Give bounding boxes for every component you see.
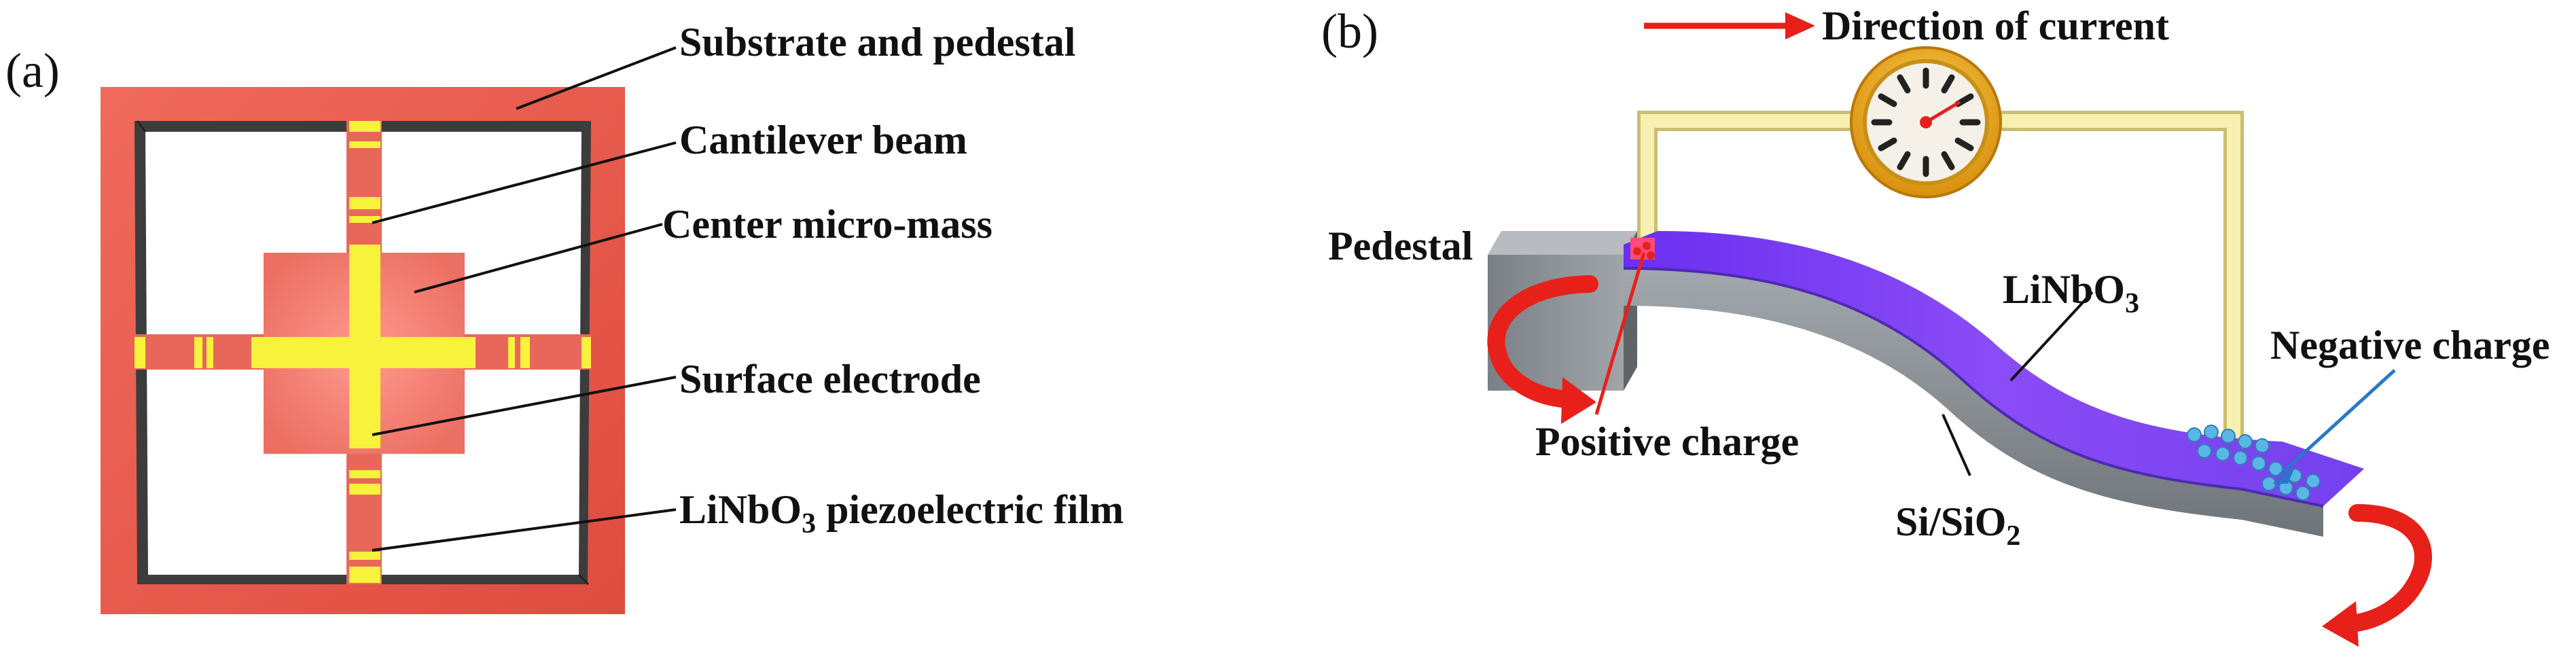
current-direction-arrow-icon — [1644, 12, 1815, 39]
negative-charge-label: Negative charge — [2270, 323, 2550, 368]
linbo3-film — [1624, 231, 2364, 506]
positive-charge-label: Positive charge — [1535, 419, 1799, 464]
panel-a-label: (a) — [5, 43, 60, 98]
negative-charge-cluster — [2187, 425, 2321, 501]
si-sio2-label: Si/SiO2 — [1895, 499, 2020, 552]
film-label-subscript: 3 — [802, 508, 816, 539]
positive-charge-cluster — [1630, 238, 1655, 260]
electrode-label: Surface electrode — [679, 357, 981, 402]
pedestal-label: Pedestal — [1328, 224, 1473, 268]
si-sio2-label-subscript: 2 — [2006, 520, 2020, 552]
si-sio2-label-main: Si/SiO — [1895, 499, 2006, 544]
linbo3-label-main: LiNbO — [2003, 267, 2125, 312]
beam-label: Cantilever beam — [679, 118, 967, 162]
leader-lines-a — [372, 46, 677, 552]
surface-electrodes — [135, 121, 591, 583]
mass-label: Center micro-mass — [662, 202, 992, 247]
film-label: LiNbO3 piezoelectric film — [679, 487, 1124, 539]
ammeter-gauge-icon — [1850, 46, 2002, 198]
rotation-arrow-icon — [1487, 275, 1598, 424]
film-label-rest: piezoelectric film — [816, 487, 1124, 532]
leader-lines-b — [1594, 252, 2396, 484]
panel-a: (a) — [5, 20, 1124, 614]
linbo3-label: LiNbO3 — [2003, 267, 2139, 319]
wire-circuit — [1637, 111, 2244, 445]
current-label: Direction of current — [1822, 3, 2169, 48]
panel-b: (b) Direction of current — [1321, 3, 2550, 647]
substrate-label: Substrate and pedestal — [679, 20, 1075, 65]
cantilever-side — [1624, 268, 2323, 537]
film-label-main: LiNbO — [679, 487, 802, 532]
linbo3-label-subscript: 3 — [2125, 288, 2139, 319]
rotation-arrow-icon-tip — [2322, 504, 2433, 647]
panel-b-label: (b) — [1321, 4, 1378, 58]
